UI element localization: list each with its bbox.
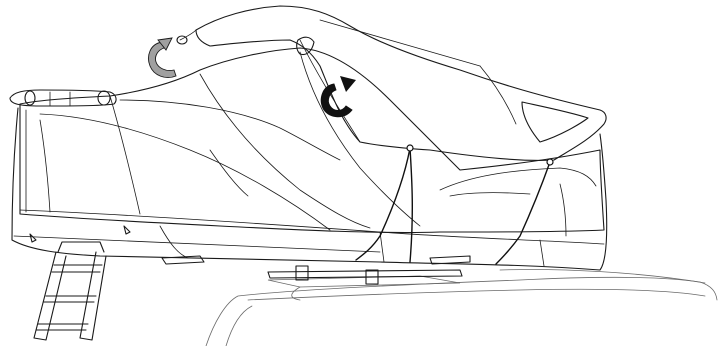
tent-canopy [20,48,604,236]
car-roof [206,270,717,346]
rotate-arrow-icon [149,38,177,78]
rolled-cover-end [10,90,116,106]
ladder [34,242,106,340]
tent-cover [177,6,606,160]
